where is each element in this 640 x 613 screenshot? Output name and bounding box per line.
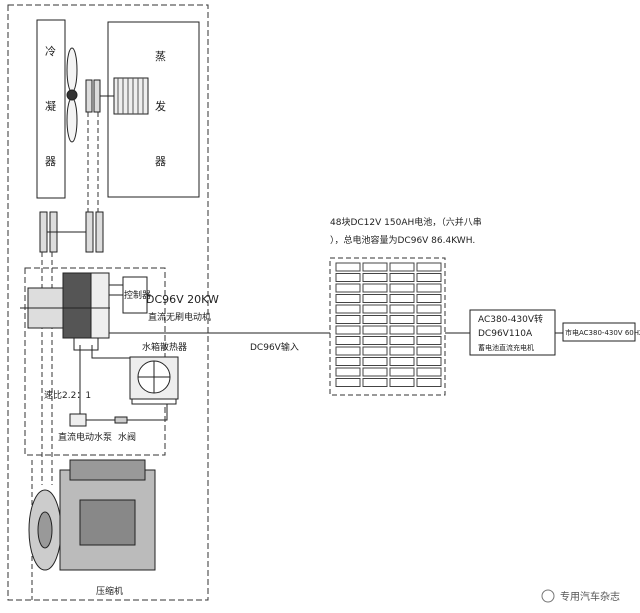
battery-cell <box>389 346 415 356</box>
battery-cells <box>335 262 442 387</box>
battery-cell <box>389 336 415 345</box>
battery-cell <box>335 357 361 366</box>
battery-cell <box>416 262 442 272</box>
svg-text:器: 器 <box>155 155 166 168</box>
evaporator: 蒸 发 器 <box>100 21 200 198</box>
battery-cell <box>416 336 442 345</box>
battery-cell <box>416 346 442 356</box>
svg-text:发: 发 <box>155 99 166 113</box>
svg-text:压缩机: 压缩机 <box>96 585 123 597</box>
battery-cell <box>335 273 361 282</box>
svg-text:DC96V110A: DC96V110A <box>478 329 533 339</box>
battery-cell <box>416 273 442 282</box>
battery-cell <box>389 315 415 324</box>
battery-cell <box>362 262 388 272</box>
charger <box>469 309 556 356</box>
fan-icon <box>66 47 78 143</box>
condenser: 冷 凝 器 <box>36 19 66 199</box>
battery-cell <box>335 304 361 314</box>
svg-text:冷: 冷 <box>45 45 56 58</box>
battery-cell <box>389 367 415 377</box>
battery-cell <box>362 336 388 345</box>
battery-cell <box>362 315 388 324</box>
svg-text:控制器: 控制器 <box>124 289 151 301</box>
battery-cell <box>389 325 415 335</box>
battery-cell <box>389 378 415 387</box>
battery-cell <box>335 378 361 387</box>
battery-cell <box>389 283 415 293</box>
battery-cell <box>389 273 415 282</box>
svg-text:器: 器 <box>45 155 56 168</box>
battery-cell <box>362 294 388 303</box>
battery-cell <box>389 357 415 366</box>
battery-cell <box>335 283 361 293</box>
battery-cell <box>362 304 388 314</box>
svg-text:），总电池容量为DC96V 86.4KWH.: ），总电池容量为DC96V 86.4KWH. <box>330 234 475 246</box>
battery-cell <box>416 315 442 324</box>
battery-cell <box>362 273 388 282</box>
battery-cell <box>335 294 361 303</box>
battery-cell <box>335 315 361 324</box>
battery-cell <box>416 378 442 387</box>
vehicle-frame <box>7 4 209 601</box>
radiator <box>129 356 179 405</box>
battery-cell <box>416 325 442 335</box>
controller <box>122 276 148 314</box>
svg-text:48块DC12V 150AH电池，（六并八串: 48块DC12V 150AH电池，（六并八串 <box>330 216 482 228</box>
compressor <box>28 459 156 571</box>
svg-text:凝: 凝 <box>45 99 56 113</box>
battery-cell <box>335 262 361 272</box>
battery-cell <box>362 346 388 356</box>
battery-cell <box>335 325 361 335</box>
battery-cell <box>362 357 388 366</box>
battery-cell <box>362 325 388 335</box>
battery-cell <box>335 336 361 345</box>
drive-unit-frame <box>24 267 166 456</box>
svg-text:DC96V输入: DC96V输入 <box>250 341 299 353</box>
battery-cell <box>362 283 388 293</box>
svg-text:蓄电池直流充电机: 蓄电池直流充电机 <box>478 343 534 352</box>
battery-cell <box>362 378 388 387</box>
wechat-icon <box>541 589 555 603</box>
battery-cell <box>416 304 442 314</box>
svg-text:直流电动水泵: 直流电动水泵 <box>58 431 112 443</box>
svg-text:蒸: 蒸 <box>155 50 166 63</box>
battery-cell <box>416 294 442 303</box>
svg-text:DC96V 20KW: DC96V 20KW <box>146 293 219 306</box>
svg-text:AC380-430V转: AC380-430V转 <box>478 313 543 325</box>
battery-cell <box>416 367 442 377</box>
battery-cell <box>335 346 361 356</box>
mains-supply <box>562 322 636 342</box>
svg-text:水箱散热器: 水箱散热器 <box>142 341 187 353</box>
svg-text:水阀: 水阀 <box>118 431 136 443</box>
battery-cell <box>416 283 442 293</box>
watermark: 专用汽车杂志 <box>560 590 620 603</box>
svg-text:直流无刷电动机: 直流无刷电动机 <box>148 311 211 323</box>
valve-icon <box>114 416 128 424</box>
battery-cell <box>335 367 361 377</box>
battery-cell <box>389 294 415 303</box>
svg-text:市电AC380-430V 60HZ: 市电AC380-430V 60HZ <box>565 328 640 337</box>
pump-icon <box>69 413 87 427</box>
battery-cell <box>416 357 442 366</box>
motor <box>20 272 110 351</box>
svg-text:速比2.2：1: 速比2.2：1 <box>44 389 91 401</box>
battery-cell <box>362 367 388 377</box>
battery-cell <box>389 262 415 272</box>
battery-pack <box>329 257 446 396</box>
battery-cell <box>389 304 415 314</box>
